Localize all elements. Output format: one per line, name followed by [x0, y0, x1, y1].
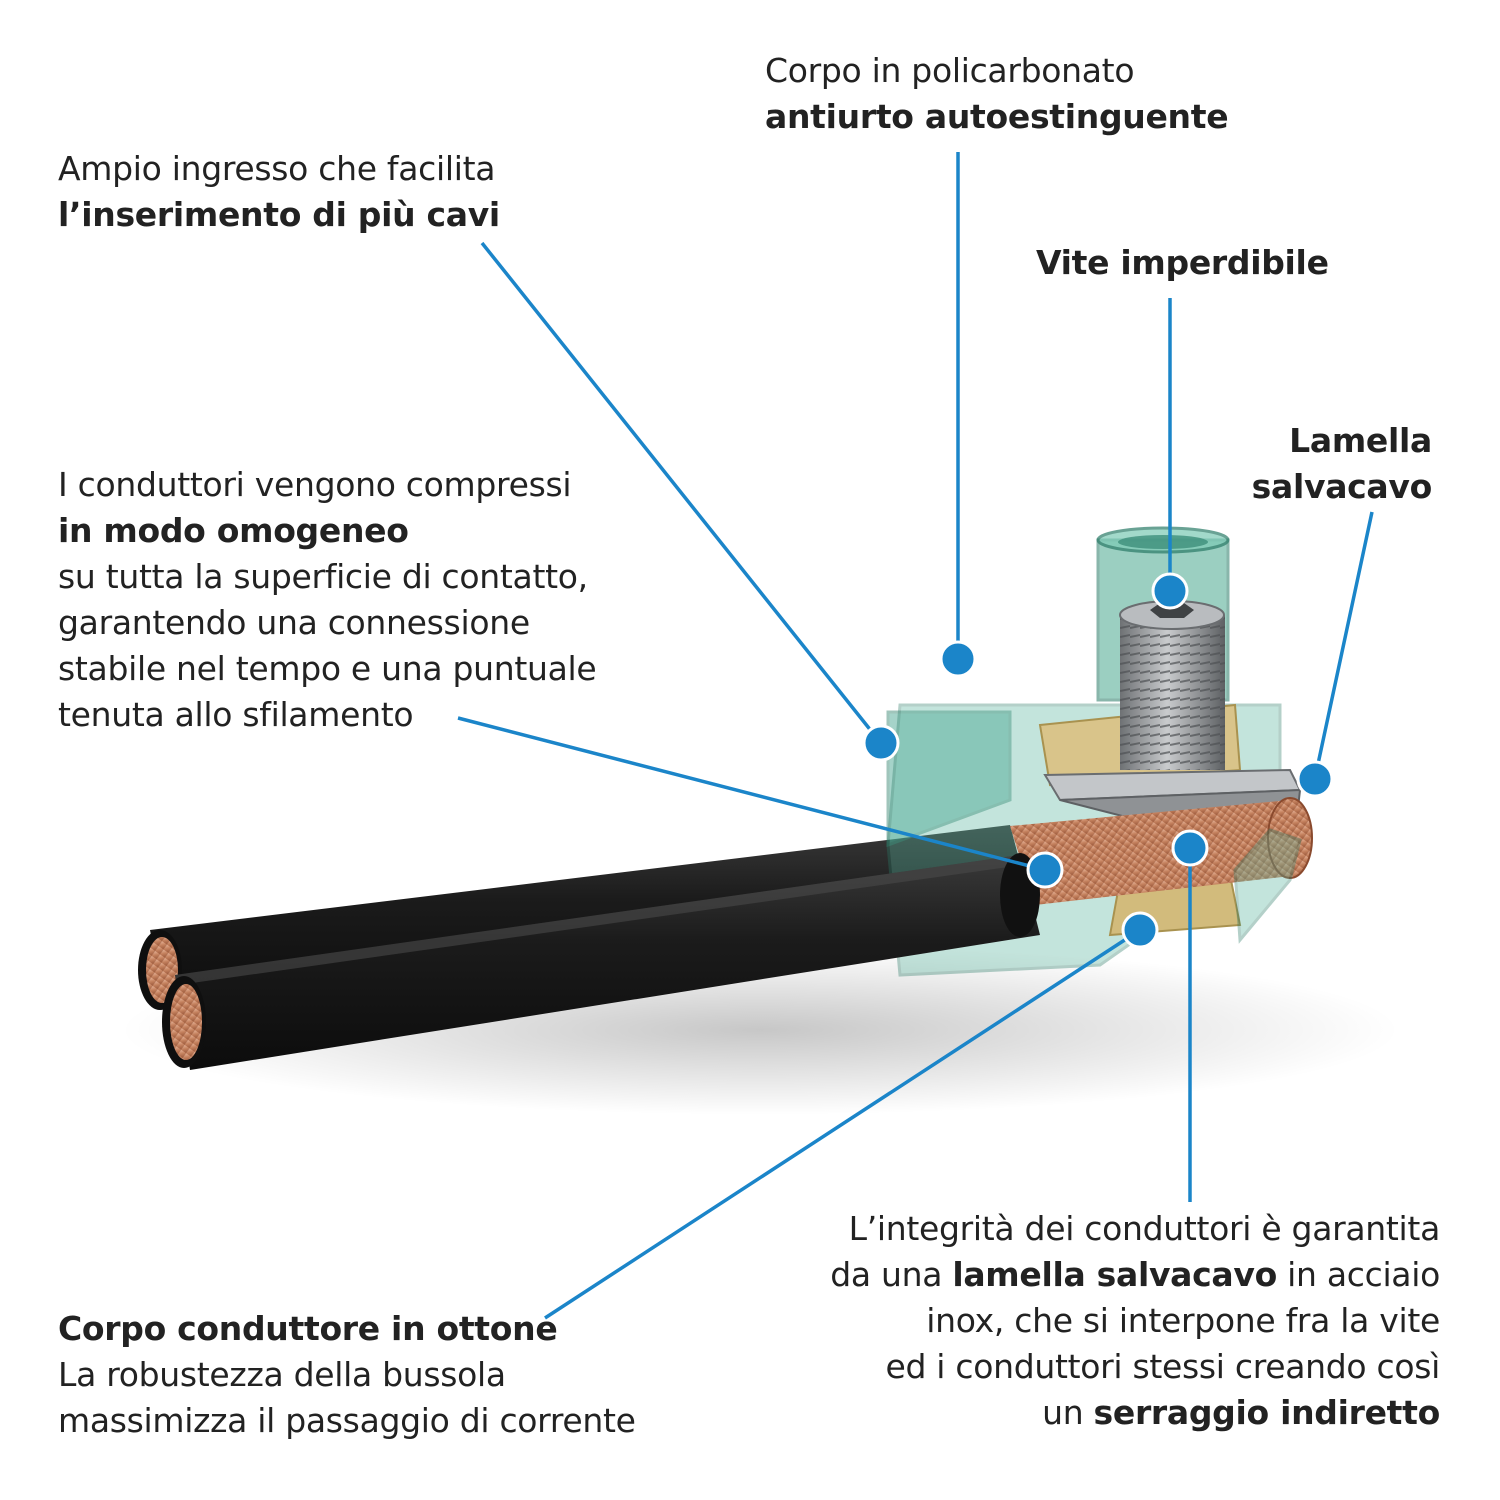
dot-corpo-policarbonato — [939, 640, 977, 678]
copper-conductor — [1010, 797, 1313, 905]
leader-ingresso — [480, 241, 882, 744]
callout-ingresso-line1: Ampio ingresso che facilita — [58, 149, 496, 188]
callout-conduttori-line3: su tutta la superficie di contatto, — [58, 557, 588, 596]
callout-integrita-line3: inox, che si interpone fra la vite — [926, 1301, 1440, 1340]
callout-conduttori: I conduttori vengono compressi in modo o… — [58, 462, 597, 738]
callout-integrita-line1: L’integrità dei conduttori è garantita — [848, 1209, 1441, 1248]
callout-lamella: Lamella salvacavo — [1251, 418, 1433, 510]
callout-conduttori-line6: tenuta allo sfilamento — [58, 695, 414, 734]
callout-vite: Vite imperdibile — [1036, 240, 1329, 286]
housing-front — [1233, 828, 1302, 944]
callout-corpo-line2: antiurto autoestinguente — [765, 97, 1229, 136]
callout-conduttori-line2: in modo omogeneo — [58, 511, 409, 550]
dot-conduttori — [1026, 851, 1064, 889]
callout-ingresso-line2: l’inserimento di più cavi — [58, 195, 500, 234]
callout-integrita-line2-c: in acciaio — [1276, 1255, 1440, 1294]
callout-conduttori-line5: stabile nel tempo e una puntuale — [58, 649, 597, 688]
callout-integrita-line5: un serraggio indiretto — [830, 1390, 1440, 1436]
callout-corpo-policarbonato: Corpo in policarbonato antiurto autoesti… — [765, 48, 1229, 140]
callout-corpo-line1: Corpo in policarbonato — [765, 51, 1135, 90]
callout-ottone-line2: La robustezza della bussola — [58, 1355, 506, 1394]
callout-ottone-line1: Corpo conduttore in ottone — [58, 1309, 558, 1348]
callout-integrita-line2-a: da una — [830, 1255, 953, 1294]
callout-integrita-line4: ed i conduttori stessi creando così — [885, 1347, 1440, 1386]
callout-conduttori-line1: I conduttori vengono compressi — [58, 465, 572, 504]
dot-integrita — [1171, 829, 1209, 867]
callout-integrita-line5-a: un — [1042, 1393, 1094, 1432]
callout-integrita-line2-b: lamella salvacavo — [952, 1255, 1277, 1294]
callout-integrita-line2: da una lamella salvacavo in acciaio — [830, 1252, 1440, 1298]
callout-integrita: L’integrità dei conduttori è garantita d… — [830, 1206, 1440, 1436]
leader-lines — [457, 152, 1374, 1320]
leader-conduttori — [457, 716, 1046, 872]
cable-front — [162, 853, 1040, 1070]
screw — [1119, 600, 1225, 770]
leader-ottone — [544, 928, 1141, 1320]
callout-integrita-line5-b: serraggio indiretto — [1093, 1393, 1441, 1432]
callout-lamella-line1: Lamella — [1289, 421, 1432, 460]
callout-ottone-line3: massimizza il passaggio di corrente — [58, 1401, 636, 1440]
dot-vite — [1151, 572, 1189, 610]
callout-dots — [862, 572, 1334, 949]
leader-lamella — [1313, 511, 1374, 779]
callout-vite-title: Vite imperdibile — [1036, 243, 1329, 282]
callout-lamella-line2: salvacavo — [1251, 467, 1433, 506]
callout-conduttori-line4: garantendo una connessione — [58, 603, 530, 642]
callout-ottone: Corpo conduttore in ottone La robustezza… — [58, 1306, 636, 1444]
dot-ingresso — [862, 724, 900, 762]
dot-ottone — [1121, 911, 1159, 949]
dot-lamella — [1296, 760, 1334, 798]
callout-ingresso: Ampio ingresso che facilita l’inseriment… — [58, 146, 500, 238]
